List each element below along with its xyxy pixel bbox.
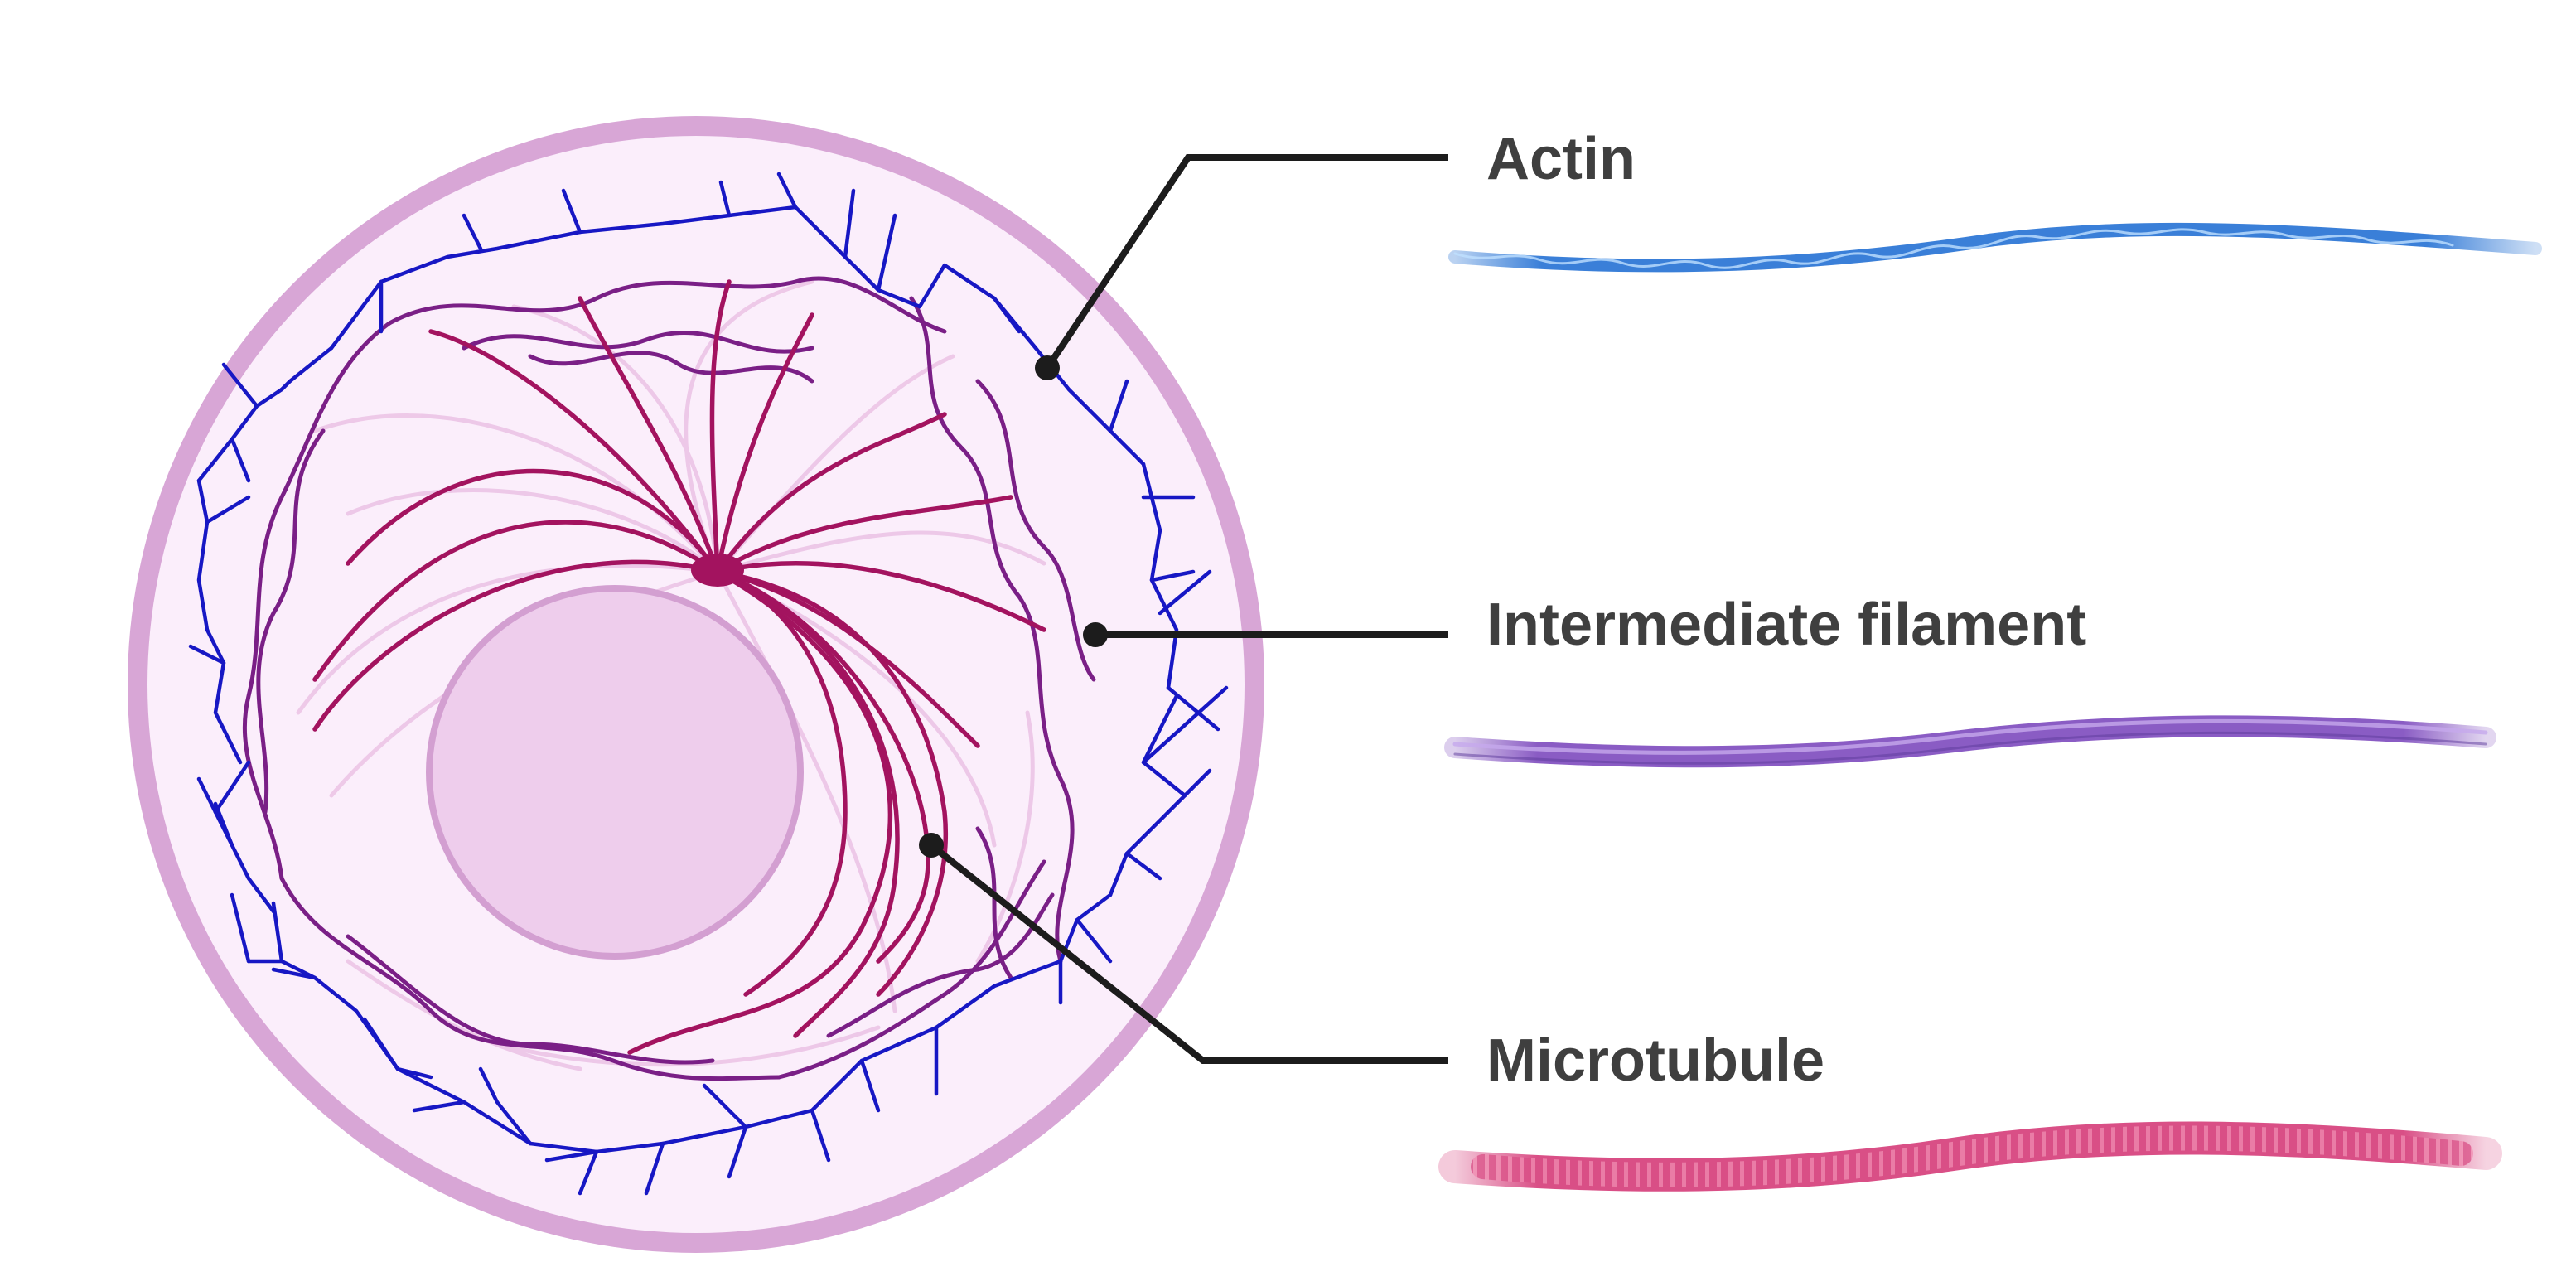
actin-network [188, 172, 1229, 1196]
microtubule-leader-line [929, 842, 1448, 1064]
actin-leader-line [1044, 154, 1448, 370]
actin-pointer-dot [1035, 355, 1060, 380]
leader-lines [919, 154, 1448, 1064]
label-intermediate-filament: Intermediate filament [1486, 592, 2086, 658]
nucleus [426, 585, 804, 960]
intermediate-filament-sample [1444, 715, 2496, 768]
microtubule-pointer-dot [919, 833, 944, 858]
intermediate-filament-pointer-dot [1083, 622, 1108, 647]
microtubule-network [312, 279, 1046, 1055]
label-microtubule: Microtubule [1486, 1027, 1824, 1094]
microtubule-sample [1438, 1121, 2502, 1192]
label-actin: Actin [1486, 126, 1636, 192]
actin-sample-filament [1448, 222, 2542, 273]
centrosome-dot [691, 554, 744, 587]
